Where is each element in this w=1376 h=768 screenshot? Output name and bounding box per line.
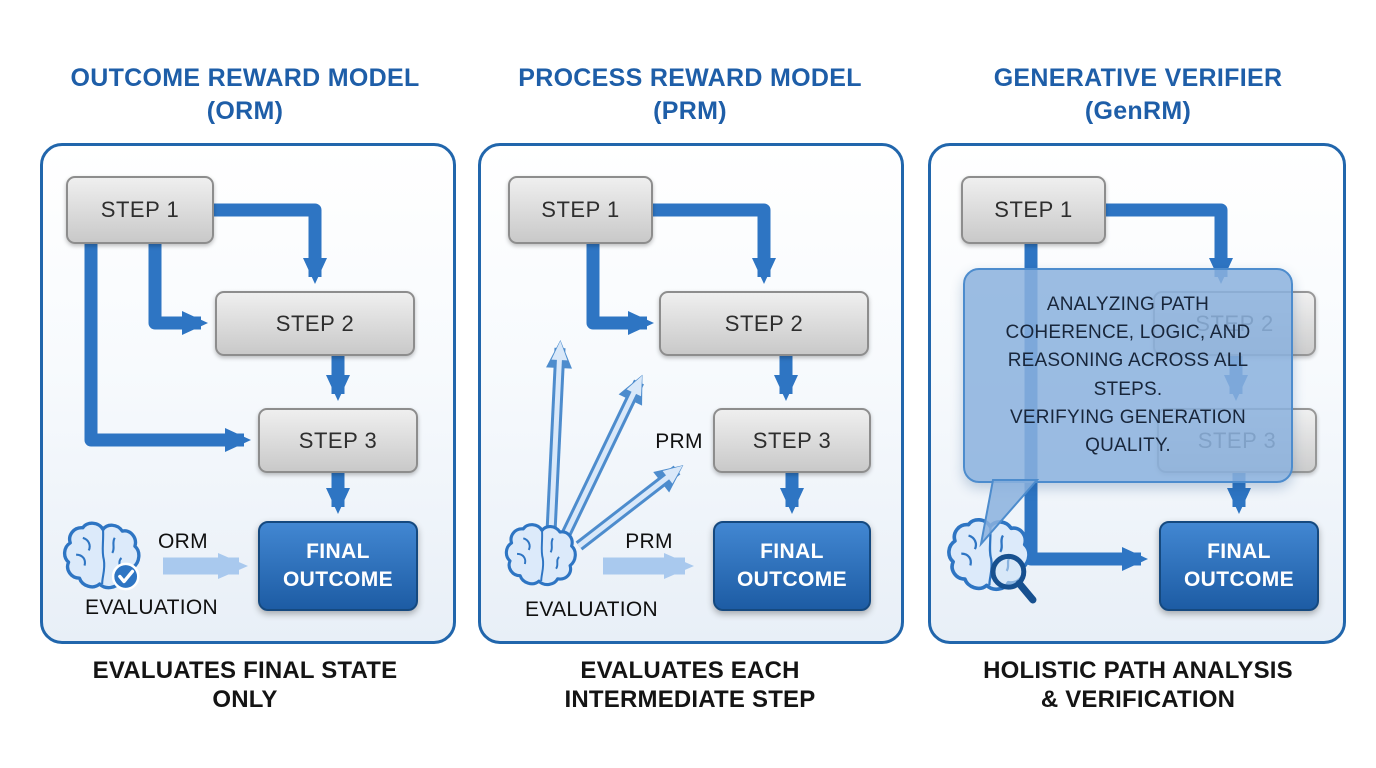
orm-step-2: STEP 2 bbox=[215, 291, 415, 356]
orm-step-1: STEP 1 bbox=[66, 176, 214, 244]
orm-caption: EVALUATES FINAL STATE ONLY bbox=[92, 657, 398, 714]
orm-panel: STEP 1 STEP 2 STEP 3 FINAL OUTCOME ORM E… bbox=[40, 143, 456, 644]
magnifier-handle bbox=[1015, 579, 1037, 604]
prm-flow-arrows bbox=[545, 203, 804, 579]
prm-title: PROCESS REWARD MODEL (PRM) bbox=[518, 64, 862, 125]
magnifier-lens bbox=[990, 553, 1027, 590]
prm-step-3: STEP 3 bbox=[713, 408, 871, 473]
orm-evaluation-label: EVALUATION bbox=[85, 596, 218, 619]
prm-panel: STEP 1 STEP 2 STEP 3 FINAL OUTCOME PRM P… bbox=[478, 143, 904, 644]
brain-check-icon bbox=[62, 521, 141, 591]
orm-model-label: ORM bbox=[158, 530, 208, 553]
brain-icon bbox=[504, 523, 577, 587]
genrm-step-1: STEP 1 bbox=[961, 176, 1106, 244]
check-badge-icon bbox=[111, 562, 140, 591]
brain-magnifier-icon bbox=[947, 518, 1037, 604]
genrm-analysis-bubble: ANALYZING PATH COHERENCE, LOGIC, AND REA… bbox=[963, 268, 1293, 483]
prm-model-label-lower: PRM bbox=[625, 530, 673, 553]
genrm-caption: HOLISTIC PATH ANALYSIS & VERIFICATION bbox=[983, 657, 1293, 714]
prm-final-outcome: FINAL OUTCOME bbox=[713, 521, 871, 611]
orm-flow-arrows bbox=[84, 203, 350, 579]
prm-step-2: STEP 2 bbox=[659, 291, 869, 356]
genrm-panel: STEP 1 STEP 2 STEP 3 FINAL OUTCOME ANALY… bbox=[928, 143, 1346, 644]
orm-title: OUTCOME REWARD MODEL (ORM) bbox=[70, 64, 420, 125]
prm-step-1: STEP 1 bbox=[508, 176, 653, 244]
genrm-final-outcome: FINAL OUTCOME bbox=[1159, 521, 1319, 611]
prm-caption: EVALUATES EACH INTERMEDIATE STEP bbox=[564, 657, 816, 714]
prm-model-label-upper: PRM bbox=[655, 430, 703, 453]
orm-final-outcome: FINAL OUTCOME bbox=[258, 521, 418, 611]
prm-evaluation-label: EVALUATION bbox=[525, 598, 658, 621]
genrm-title: GENERATIVE VERIFIER (GenRM) bbox=[993, 64, 1283, 125]
orm-step-3: STEP 3 bbox=[258, 408, 418, 473]
